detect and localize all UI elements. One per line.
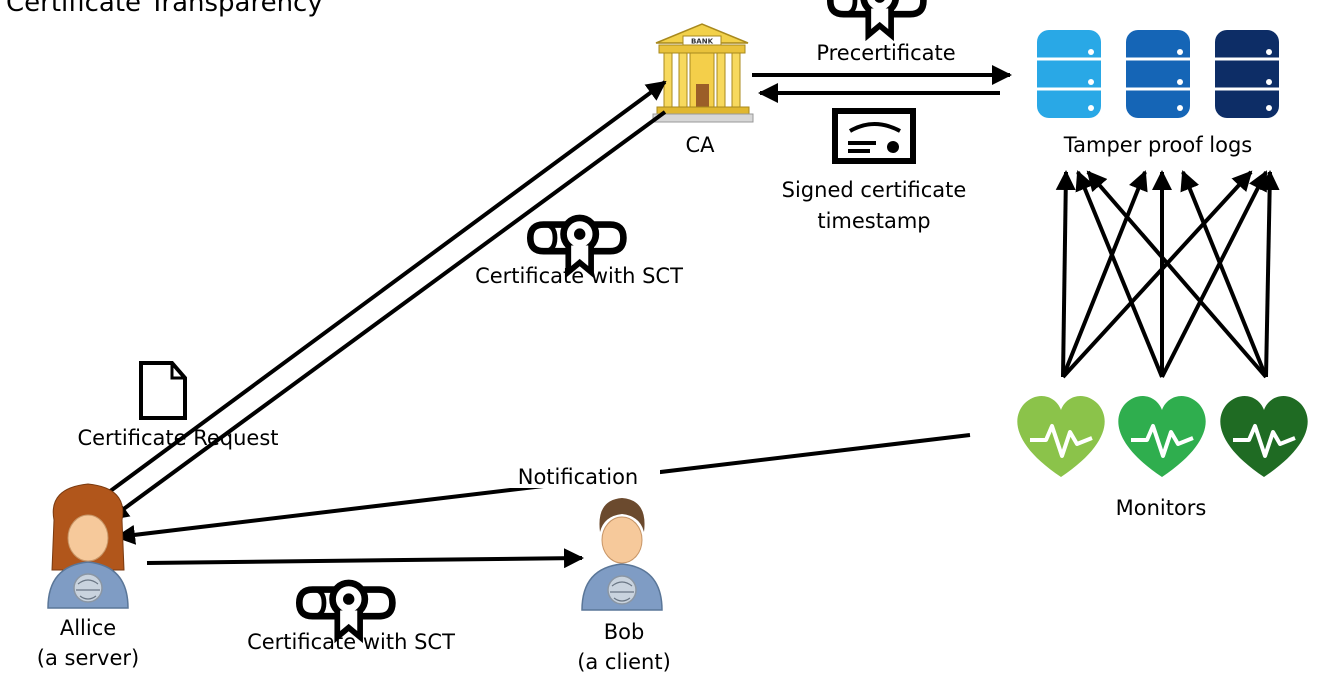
bob-label-line2: (a client): [577, 650, 671, 674]
sct-label-line2: timestamp: [817, 209, 930, 233]
log-database-icon-2: [1126, 30, 1190, 118]
monitor-heart-icon-3: [1220, 396, 1308, 477]
sct-label-line1: Signed certificate: [782, 178, 967, 202]
cert-with-sct-label-bob: Certificate with SCT: [247, 630, 455, 654]
alice-label-line1: Allice: [60, 616, 116, 640]
certificate-with-sct-to-bob-arrow: [146, 548, 584, 569]
notification-label-bg: [500, 458, 660, 488]
certificate-with-sct-to-alice-arrow: [108, 110, 667, 521]
certificate-request-label: Certificate Request: [77, 426, 278, 450]
precertificate-label: Precertificate: [816, 41, 955, 65]
notification-label: Notification: [518, 465, 639, 489]
alice-label-line2: (a server): [37, 646, 139, 670]
monitor-heart-icon-2: [1118, 396, 1206, 477]
cert-with-sct-label-ca: Certificate with SCT: [475, 264, 683, 288]
ca-bank-icon: BANK: [652, 23, 754, 123]
monitors-label: Monitors: [1116, 496, 1207, 520]
bob-avatar-icon: [581, 498, 663, 611]
log-database-icon-1: [1037, 30, 1101, 118]
bank-sign: BANK: [691, 38, 714, 46]
log-database-icon-3: [1215, 30, 1279, 118]
monitor-to-log-arrows: [1055, 170, 1280, 379]
sct-document-icon: [832, 108, 916, 164]
certificate-request-document-icon: [139, 361, 187, 420]
precertificate-cert-icon: [830, 0, 923, 35]
ca-label: CA: [685, 133, 715, 157]
cert-with-sct-icon-bob: [299, 583, 392, 637]
bob-label-line1: Bob: [604, 620, 645, 644]
logs-label: Tamper proof logs: [1063, 133, 1252, 157]
alice-avatar-icon: [47, 483, 129, 609]
diagram-title: Certificate Transparency: [6, 0, 323, 18]
monitor-heart-icon-1: [1017, 396, 1105, 477]
certificate-request-arrow: [88, 80, 667, 508]
